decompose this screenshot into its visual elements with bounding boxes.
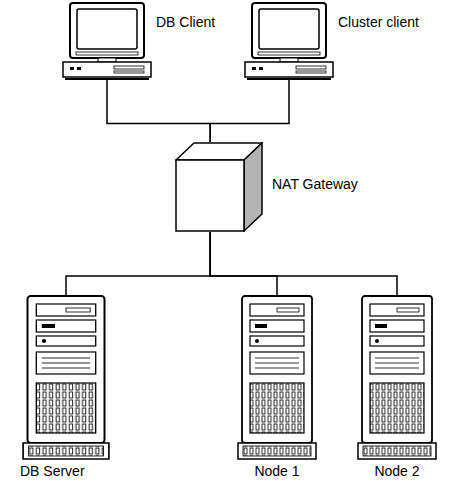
device-label: Node 1 [254,463,299,480]
network-cable [66,232,210,295]
client-computer: DB Client [62,2,152,80]
device-label: NAT Gateway [272,176,358,193]
server-tower [358,296,436,459]
gateway-box: NAT Gateway [175,142,263,232]
server-tower: DB Server [22,295,110,460]
client-computer: Cluster client [244,2,334,80]
device-label: Cluster client [338,14,419,31]
server-tower [238,296,316,459]
gateway-box [176,143,262,231]
network-cable [210,232,397,295]
server-tower: Node 1 [237,295,317,460]
server-tower [23,296,109,459]
client-computer [245,3,333,79]
device-label: DB Client [156,14,215,31]
network-cable [210,80,289,142]
server-tower: Node 2 [357,295,437,460]
network-cable [210,232,277,295]
client-computer [63,3,151,79]
device-label: DB Server [20,463,85,480]
network-cable [107,80,210,142]
device-label: Node 2 [374,463,419,480]
